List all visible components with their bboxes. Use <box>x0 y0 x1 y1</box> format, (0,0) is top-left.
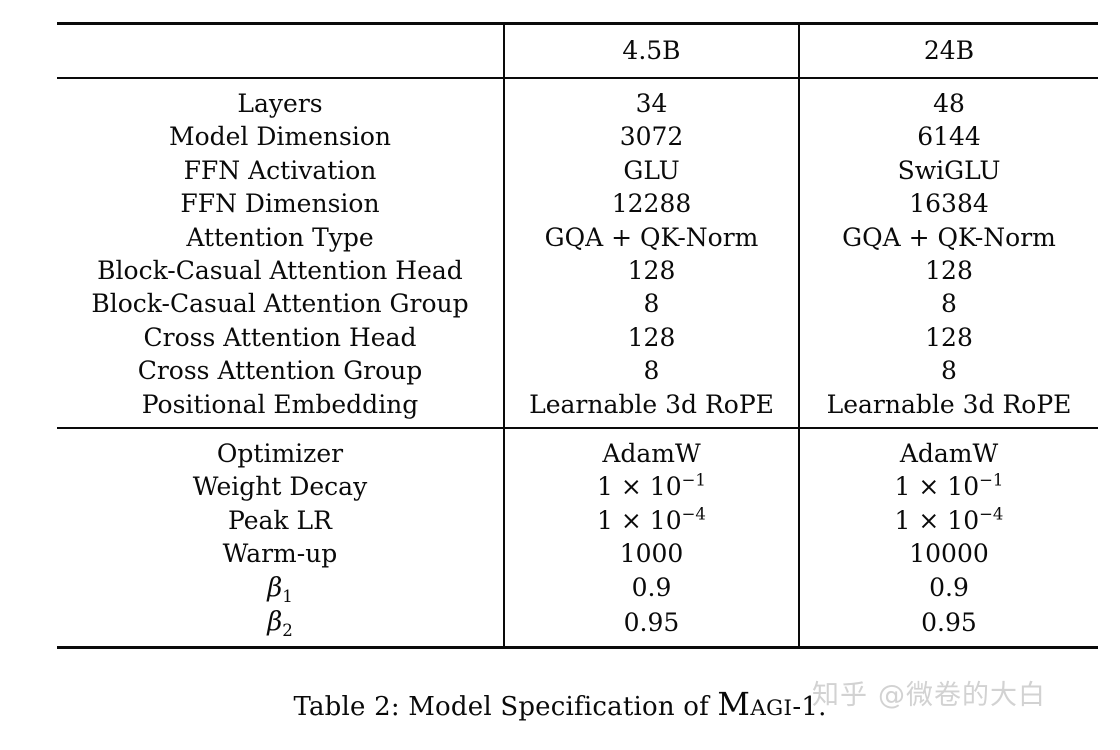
table-row: FFN Dimension 12288 16384 <box>57 187 1098 221</box>
row-value-4-5b: GLU <box>503 153 799 188</box>
caption-suffix: -1. <box>792 692 827 722</box>
table-row: Attention Type GQA + QK-Norm GQA + QK-No… <box>57 220 1098 255</box>
row-value-24b: 6144 <box>798 120 1098 154</box>
table-row: FFN Activation GLU SwiGLU <box>57 153 1098 188</box>
caption-model-initial: M <box>717 687 751 723</box>
row-value-24b: 1 × 10−4 <box>798 503 1098 538</box>
row-value-24b: 48 <box>798 87 1098 121</box>
row-label: β2 <box>57 605 504 639</box>
row-label: FFN Activation <box>183 155 377 185</box>
row-value-4-5b: 3072 <box>503 120 799 154</box>
spacer-after-section-rule <box>57 429 1098 438</box>
spacer-before-section-rule <box>57 421 1098 429</box>
header-cell-4-5b: 4.5B <box>503 25 799 78</box>
beta-subscript: 2 <box>282 621 293 641</box>
value-mantissa: 1 × 10 <box>597 472 682 502</box>
table-row: Peak LR 1 × 10−4 1 × 10−4 <box>57 503 1098 538</box>
table-row: β2 0.95 0.95 <box>57 605 1098 640</box>
row-value-4-5b: AdamW <box>503 437 799 471</box>
table-row: Optimizer AdamW AdamW <box>57 437 1098 471</box>
table-caption: Table 2: Model Specification of MAGI-1. <box>0 688 1120 726</box>
row-value-24b: GQA + QK-Norm <box>798 220 1098 255</box>
row-value-24b: 128 <box>798 254 1098 288</box>
row-label: Weight Decay <box>192 472 368 502</box>
row-label: β1 <box>57 571 504 605</box>
row-value-4-5b: 0.9 <box>503 570 799 606</box>
row-label: Block-Casual Attention Group <box>91 289 469 319</box>
beta-symbol: β <box>267 607 283 638</box>
row-value-24b: 1 × 10−1 <box>798 470 1098 504</box>
spec-table-container: 4.5B 24B Layers 34 48 Model Dimension <box>57 22 1098 650</box>
value-mantissa: 1 × 10 <box>597 505 682 535</box>
value-exponent: −1 <box>979 471 1004 491</box>
row-value-24b: 16384 <box>798 187 1098 221</box>
row-value-4-5b: 12288 <box>503 187 799 221</box>
row-value-24b: 0.9 <box>798 570 1098 606</box>
row-value-4-5b: 128 <box>503 320 799 355</box>
table-row: Block-Casual Attention Head 128 128 <box>57 254 1098 288</box>
beta-symbol: β <box>267 572 283 603</box>
row-value-4-5b: 0.95 <box>503 605 799 640</box>
value-exponent: −1 <box>681 471 706 491</box>
row-label: Cross Attention Head <box>143 322 417 352</box>
row-value-4-5b: Learnable 3d RoPE <box>503 387 799 422</box>
row-value-24b: 0.95 <box>798 605 1098 640</box>
row-value-24b: 128 <box>798 320 1098 355</box>
row-label: Optimizer <box>216 439 344 469</box>
value-mantissa: 1 × 10 <box>894 472 980 502</box>
row-label: Layers <box>237 89 323 118</box>
value-mantissa: 1 × 10 <box>894 505 980 535</box>
row-value-4-5b: 1 × 10−4 <box>503 503 799 538</box>
model-specification-table: 4.5B 24B Layers 34 48 Model Dimension <box>57 22 1098 650</box>
row-label: Warm-up <box>222 539 338 569</box>
table-row: Positional Embedding Learnable 3d RoPE L… <box>57 387 1098 422</box>
row-value-24b: AdamW <box>798 437 1098 471</box>
spacer-before-bottom-rule <box>57 639 1098 647</box>
row-value-24b: 8 <box>798 287 1098 321</box>
row-value-4-5b: 1000 <box>503 537 799 571</box>
row-value-4-5b: 34 <box>503 87 799 121</box>
header-cell-blank <box>57 25 504 78</box>
row-label: Attention Type <box>186 222 374 252</box>
table-row: β1 0.9 0.9 <box>57 570 1098 606</box>
table-row: Warm-up 1000 10000 <box>57 537 1098 571</box>
spacer-after-header <box>57 79 1098 87</box>
row-label: Model Dimension <box>168 122 391 152</box>
row-value-4-5b: 8 <box>503 287 799 321</box>
table-row: Cross Attention Group 8 8 <box>57 354 1098 388</box>
row-value-4-5b: 128 <box>503 254 799 288</box>
caption-model-smallcaps: AGI <box>750 696 793 721</box>
row-label: Positional Embedding <box>141 389 419 419</box>
table-top-rule <box>57 22 1098 26</box>
table-row: Model Dimension 3072 6144 <box>57 120 1098 154</box>
row-label: FFN Dimension <box>180 189 380 219</box>
row-label: Block-Casual Attention Head <box>97 256 463 286</box>
table-row: Weight Decay 1 × 10−1 1 × 10−1 <box>57 470 1098 504</box>
table-header-row: 4.5B 24B <box>57 25 1098 78</box>
row-label: Peak LR <box>228 505 332 535</box>
value-exponent: −4 <box>979 504 1004 524</box>
row-label: Cross Attention Group <box>137 356 423 386</box>
row-value-24b: Learnable 3d RoPE <box>798 387 1098 422</box>
caption-prefix: Table 2: Model Specification of <box>293 692 718 722</box>
row-value-24b: 10000 <box>798 537 1098 571</box>
row-value-24b: 8 <box>798 354 1098 388</box>
table-row: Layers 34 48 <box>57 87 1098 121</box>
row-value-24b: SwiGLU <box>798 153 1098 188</box>
table-row: Cross Attention Head 128 128 <box>57 320 1098 355</box>
beta-subscript: 1 <box>282 586 293 606</box>
table-row: Block-Casual Attention Group 8 8 <box>57 287 1098 321</box>
header-cell-24b: 24B <box>798 25 1098 78</box>
value-exponent: −4 <box>681 504 706 524</box>
table-bottom-rule <box>57 645 1098 650</box>
row-value-4-5b: 8 <box>503 354 799 388</box>
row-value-4-5b: GQA + QK-Norm <box>503 220 799 255</box>
row-value-4-5b: 1 × 10−1 <box>503 470 799 504</box>
